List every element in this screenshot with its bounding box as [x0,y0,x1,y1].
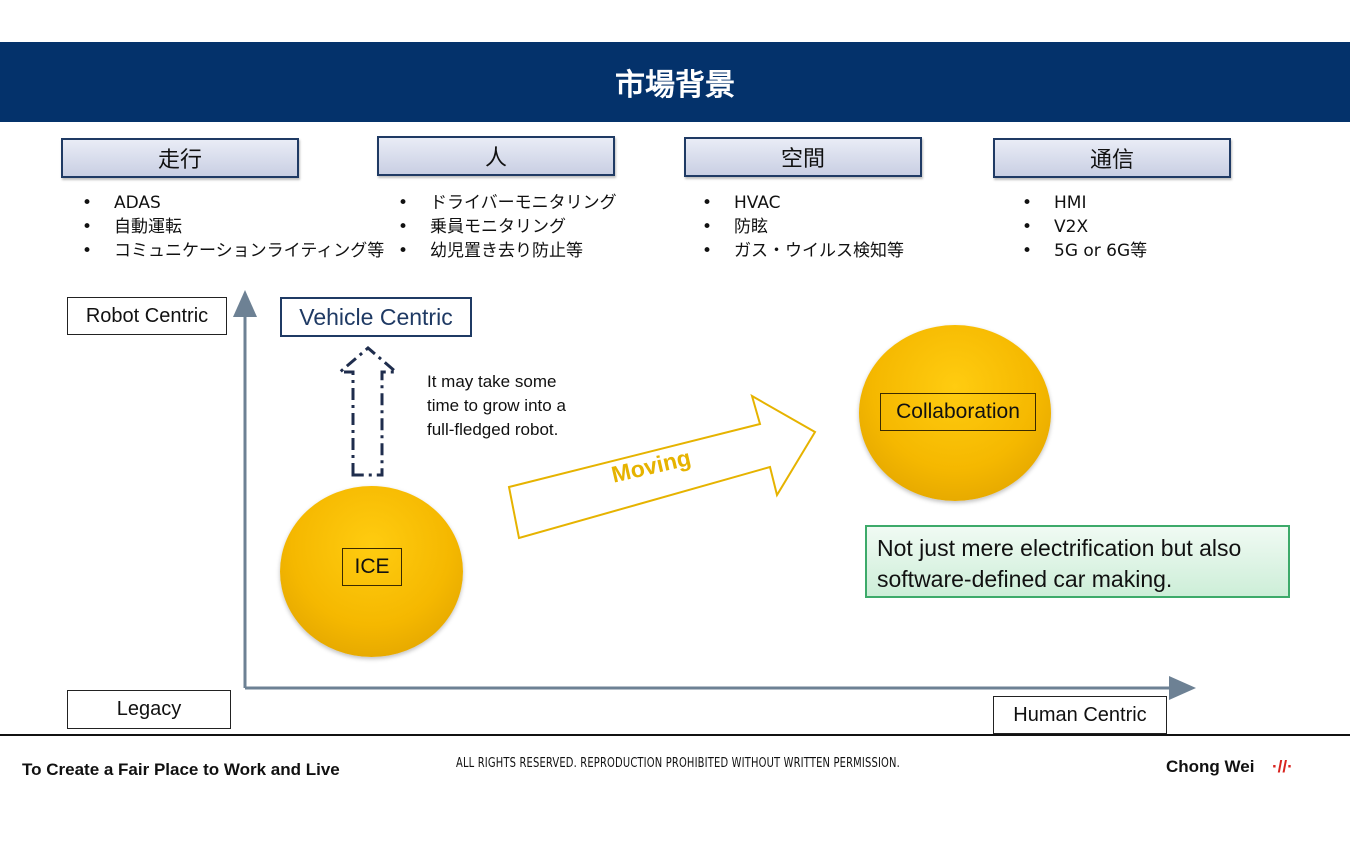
category-people: 人 [377,136,615,176]
list-item: 防眩 [702,215,904,239]
list-item: 乗員モニタリング [398,215,617,239]
category-communication: 通信 [993,138,1231,178]
ice-label: ICE [342,548,402,586]
moving-arrow [507,393,817,540]
category-communication-list: HMI V2X 5G or 6G等 [1022,191,1147,263]
list-item: 5G or 6G等 [1022,239,1147,263]
category-driving-list: ADAS 自動運転 コミュニケーションライティング等 [82,191,384,263]
list-item: HVAC [702,191,904,215]
list-item: 幼児置き去り防止等 [398,239,617,263]
page-header: 市場背景 [0,42,1350,122]
list-item: HMI [1022,191,1147,215]
footer-copyright: ALL RIGHTS RESERVED. REPRODUCTION PROHIB… [456,756,900,771]
legacy-label: Legacy [67,690,231,729]
category-space-list: HVAC 防眩 ガス・ウイルス検知等 [702,191,904,263]
list-item: コミュニケーションライティング等 [82,239,384,263]
category-driving: 走行 [61,138,299,178]
company-logo-mark: ·//· [1272,757,1293,776]
category-people-list: ドライバーモニタリング 乗員モニタリング 幼児置き去り防止等 [398,191,617,263]
footer-slogan: To Create a Fair Place to Work and Live [22,760,340,779]
note-line: software-defined car making. [877,566,1173,592]
page-title: 市場背景 [615,68,735,103]
list-item: 自動運転 [82,215,384,239]
category-space: 空間 [684,137,922,177]
collaboration-circle [859,325,1051,501]
note-line: It may take some [427,372,557,391]
list-item: ガス・ウイルス検知等 [702,239,904,263]
collaboration-label: Collaboration [880,393,1036,431]
footer-company: Chong Wei [1166,757,1255,776]
list-item: V2X [1022,215,1147,239]
note-line: Not just mere electrification but also [877,535,1242,561]
robot-centric-label: Robot Centric [67,297,227,335]
human-centric-label: Human Centric [993,696,1167,734]
vehicle-centric-label: Vehicle Centric [280,297,472,337]
electrification-note: Not just mere electrification but also s… [865,525,1290,598]
footer-divider [0,734,1350,736]
list-item: ADAS [82,191,384,215]
ice-circle [280,486,463,657]
growth-note: It may take some time to grow into a ful… [427,370,566,442]
note-line: full-fledged robot. [427,420,559,439]
list-item: ドライバーモニタリング [398,191,617,215]
note-line: time to grow into a [427,396,566,415]
dashed-up-arrow [335,346,401,477]
